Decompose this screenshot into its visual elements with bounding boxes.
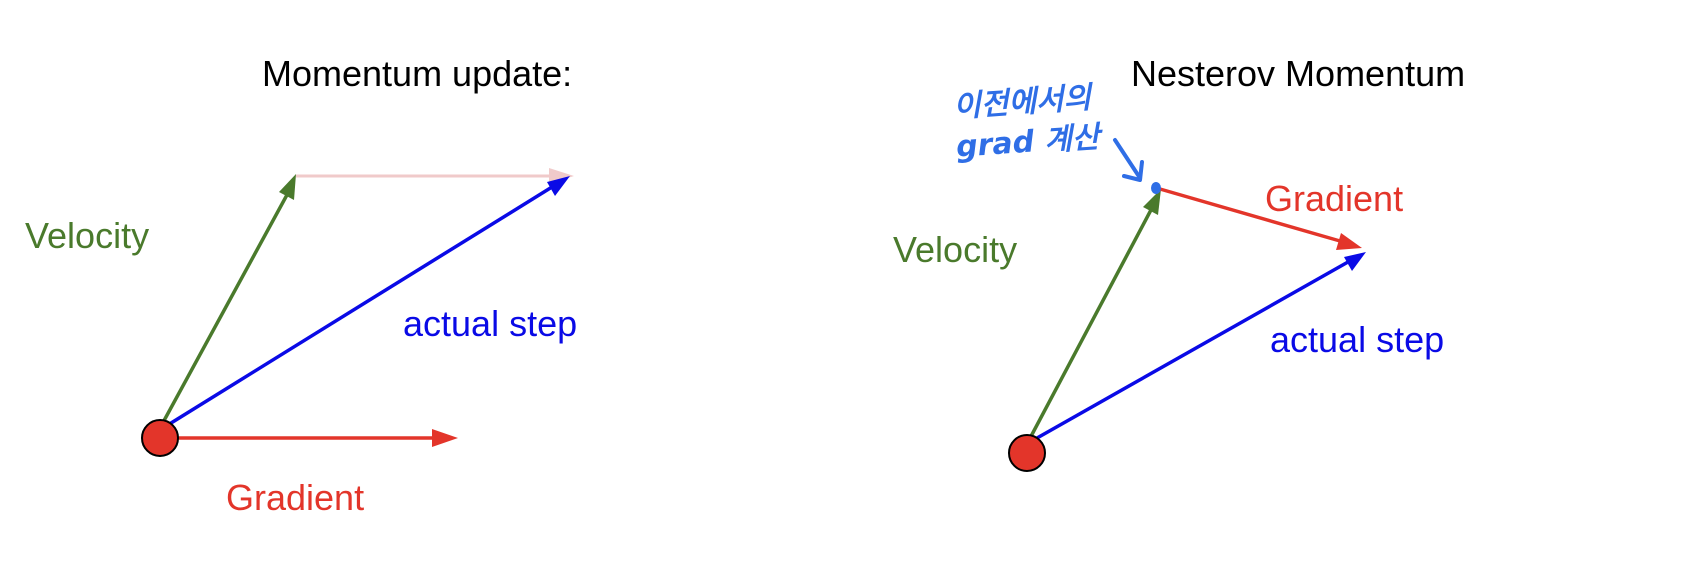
gradient-arrowhead bbox=[432, 429, 458, 447]
nesterov-velocity-arrowhead bbox=[1143, 189, 1161, 215]
nesterov-gradient-arrow bbox=[1159, 187, 1341, 243]
nesterov-actual-step-arrow bbox=[1029, 260, 1349, 444]
velocity-arrow bbox=[158, 192, 290, 429]
handwritten-note: 이전에서의 grad 계산 bbox=[952, 78, 1101, 168]
nesterov-velocity-arrow bbox=[1026, 207, 1154, 443]
momentum-title: Momentum update: bbox=[262, 53, 573, 94]
velocity-arrowhead bbox=[279, 174, 296, 200]
gradient-label: Gradient bbox=[226, 477, 365, 518]
actual-step-arrowhead bbox=[547, 176, 570, 196]
velocity-label: Velocity bbox=[25, 215, 150, 256]
start-point bbox=[141, 419, 179, 457]
nesterov-actual-step-label: actual step bbox=[1270, 319, 1445, 360]
actual-step-label: actual step bbox=[403, 303, 578, 344]
nesterov-velocity-label: Velocity bbox=[893, 229, 1018, 270]
lookahead-point bbox=[1151, 182, 1161, 194]
nesterov-start-point bbox=[1008, 434, 1046, 472]
momentum-panel bbox=[141, 168, 574, 457]
nesterov-gradient-label: Gradient bbox=[1265, 178, 1404, 219]
handwritten-pointer-arrowhead bbox=[1122, 160, 1144, 182]
nesterov-gradient-arrowhead bbox=[1336, 233, 1362, 250]
nesterov-panel bbox=[1008, 138, 1366, 472]
actual-step-arrow bbox=[162, 185, 553, 430]
handwritten-pointer-arrow bbox=[1113, 138, 1142, 180]
nesterov-title: Nesterov Momentum bbox=[1131, 53, 1466, 94]
nesterov-actual-step-arrowhead bbox=[1344, 252, 1366, 271]
